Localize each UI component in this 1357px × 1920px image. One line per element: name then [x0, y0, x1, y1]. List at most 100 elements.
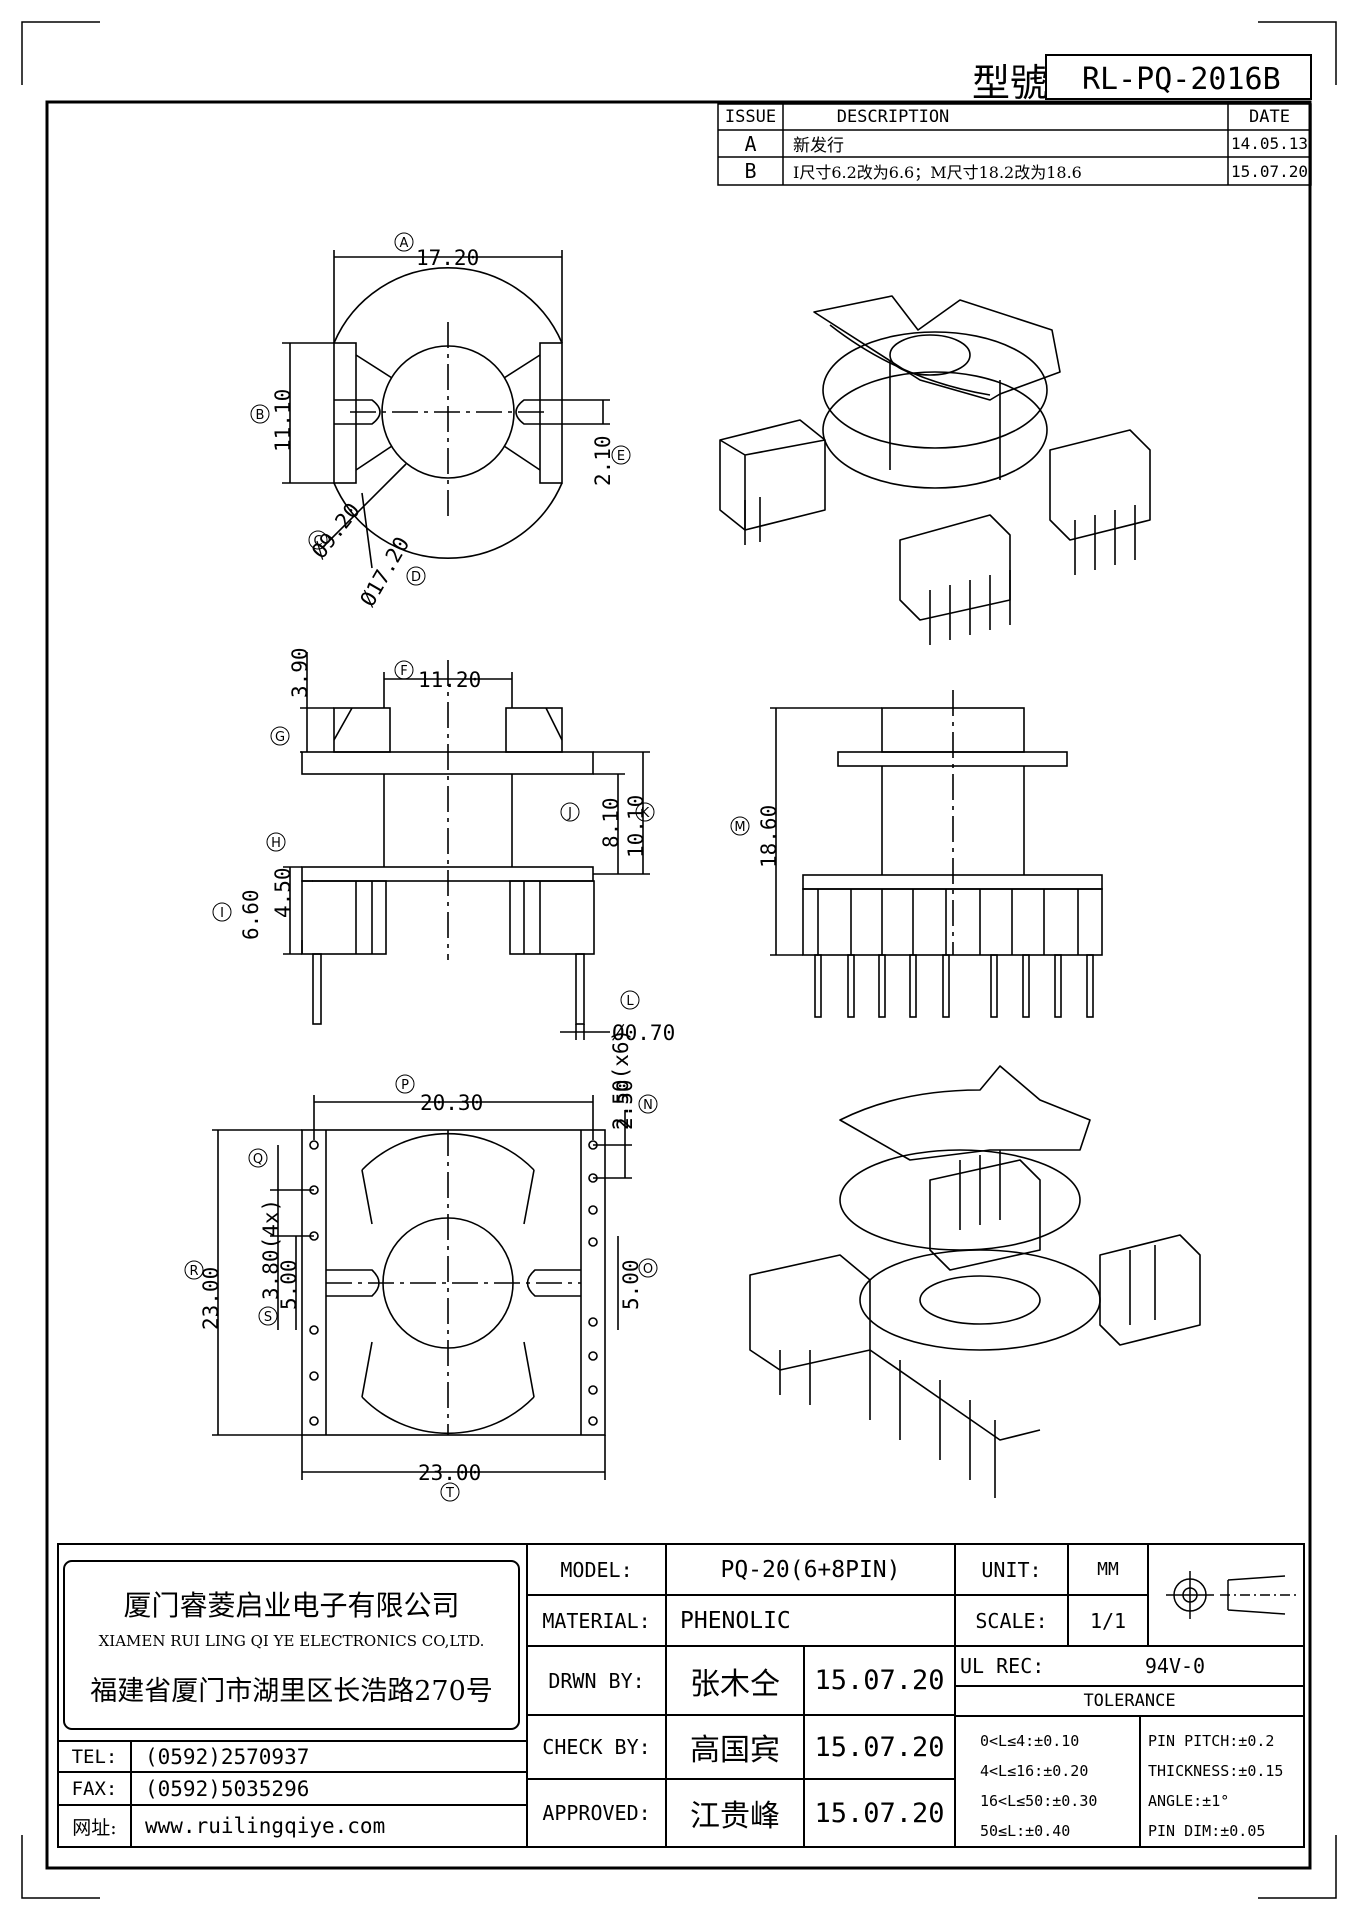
web-label: 网址: [72, 1816, 117, 1839]
model-number-box [1045, 54, 1312, 100]
company-box [63, 1560, 520, 1730]
unit-value: MM [1097, 1559, 1119, 1580]
company-name-en: XIAMEN RUI LING QI YE ELECTRONICS CO,LTD… [98, 1632, 485, 1650]
callout-G: G [275, 730, 285, 745]
title-block-grid [57, 1543, 1305, 1848]
tolerance-left-list: 0<L≤4:±0.10 4<L≤16:±0.20 16<L≤50:±0.30 5… [980, 1726, 1097, 1846]
drawing-border [45, 100, 1312, 1870]
side-view-pins [814, 889, 1094, 1018]
check-by-label: CHECK BY: [542, 1735, 651, 1759]
callout-K: K [641, 806, 650, 821]
callout-H: H [271, 836, 281, 851]
dimension-labels: 17.20 11.10 2.10 Ø9.20 Ø17.20 11.20 3.90… [199, 246, 781, 1485]
dim-L-pitch: 2.50(x6) [609, 1029, 633, 1130]
dim-J: 8.10 [599, 797, 623, 848]
dim-C: Ø9.20 [307, 498, 365, 563]
revision-table [717, 103, 1312, 186]
callout-letters [184, 232, 750, 1502]
callout-S: S [264, 1310, 272, 1325]
dim-P: 20.30 [420, 1091, 483, 1115]
scale-label: SCALE: [975, 1608, 1048, 1633]
dim-I: 6.60 [239, 889, 263, 940]
callout-I: I [220, 906, 224, 921]
drawn-by-name: 张木仝 [690, 1666, 780, 1702]
rev-col-date: DATE [1249, 107, 1290, 127]
tolerance-right-3: ANGLE:±1° [1148, 1792, 1230, 1810]
rev-row-b-description: I尺寸6.2改为6.6；M尺寸18.2改为18.6 [793, 163, 1082, 182]
tolerance-left-2: 4<L≤16:±0.20 [980, 1762, 1089, 1780]
model-label: 型號 [972, 61, 1049, 105]
callout-P: P [401, 1078, 409, 1093]
isometric-bottom-pins [779, 1150, 1156, 1498]
corner-marks [21, 21, 1337, 1899]
web-value: www.ruilingqiye.com [145, 1814, 386, 1838]
fax-label: FAX: [71, 1777, 118, 1800]
approved-label: APPROVED: [542, 1801, 651, 1825]
material-label: MATERIAL: [542, 1608, 651, 1633]
callout-J: J [567, 806, 572, 821]
isometric-top-pins [744, 497, 1136, 645]
approved-name: 江贵峰 [690, 1799, 780, 1834]
rev-row-a-issue: A [744, 131, 757, 156]
tel-label: TEL: [71, 1745, 118, 1768]
dim-B: 11.10 [271, 389, 295, 452]
callout-T: T [445, 1486, 454, 1501]
model-number: RL-PQ-2016B [1082, 62, 1281, 97]
dim-D: Ø17.20 [356, 533, 415, 611]
callout-M: M [734, 820, 745, 835]
check-by-name: 高国宾 [690, 1733, 780, 1768]
dim-E: 2.10 [591, 435, 615, 486]
model-field-value: PQ-20(6+8PIN) [720, 1556, 901, 1583]
rev-row-a-description: 新发行 [793, 136, 844, 156]
ul-rec-value: 94V-0 [1144, 1654, 1206, 1678]
dim-H: 4.50 [271, 867, 295, 918]
callout-E: E [617, 449, 625, 464]
approved-date: 15.07.20 [814, 1797, 945, 1829]
tel-value: (0592)2570937 [145, 1744, 310, 1769]
projection-symbol-icon [1166, 1571, 1296, 1619]
company-name-cn: 厦门睿菱启业电子有限公司 [123, 1589, 460, 1622]
callout-C: C [313, 534, 322, 549]
dim-M: 18.60 [757, 805, 781, 868]
material-value: PHENOLIC [680, 1607, 791, 1634]
dim-A: 17.20 [416, 246, 479, 270]
tolerance-left-1: 0<L≤4:±0.10 [980, 1732, 1080, 1750]
isometric-view-bottom [749, 1065, 1201, 1498]
callout-L: L [626, 994, 634, 1009]
model-field-label: MODEL: [560, 1557, 633, 1582]
ul-rec-label: UL REC: [960, 1654, 1045, 1678]
callout-O: O [643, 1262, 653, 1277]
tolerance-right-list: PIN PITCH:±0.2 THICKNESS:±0.15 ANGLE:±1°… [1148, 1726, 1283, 1846]
dim-N: 2.50 [613, 1079, 637, 1130]
top-view [282, 250, 610, 569]
scale-value: 1/1 [1089, 1608, 1127, 1633]
dim-G: 3.90 [288, 647, 312, 698]
callout-N: N [643, 1098, 653, 1113]
dim-K: 10.10 [624, 795, 648, 858]
dim-T: 23.00 [418, 1461, 481, 1485]
check-date: 15.07.20 [814, 1731, 945, 1763]
fax-value: (0592)5035296 [145, 1776, 310, 1801]
rev-row-a-date: 14.05.13 [1230, 134, 1309, 153]
callout-A: A [400, 236, 409, 251]
callout-letter-text: A B C D E F G H I J K L M N O P Q R S T [189, 236, 745, 1501]
company-address: 福建省厦门市湖里区长浩路270号 [90, 1675, 493, 1707]
side-view [770, 690, 1103, 1018]
rev-row-b-issue: B [744, 159, 757, 183]
callout-Q: Q [253, 1152, 263, 1167]
tolerance-right-1: PIN PITCH:±0.2 [1148, 1732, 1275, 1750]
bottom-view [212, 1095, 632, 1480]
tolerance-right-2: THICKNESS:±0.15 [1148, 1762, 1284, 1780]
dim-R: 23.00 [199, 1267, 223, 1330]
callout-F: F [400, 664, 407, 679]
dim-F: 11.20 [418, 668, 481, 692]
dim-S: 5.00 [277, 1259, 301, 1310]
drawn-date: 15.07.20 [814, 1665, 945, 1696]
rev-row-b-date: 15.07.20 [1230, 161, 1309, 181]
rev-col-issue: ISSUE [724, 107, 777, 127]
front-view [283, 652, 650, 1040]
tolerance-right-4: PIN DIM:±0.05 [1148, 1822, 1266, 1840]
callout-D: D [411, 570, 421, 585]
dim-L: Ø0.70 [612, 1021, 675, 1045]
